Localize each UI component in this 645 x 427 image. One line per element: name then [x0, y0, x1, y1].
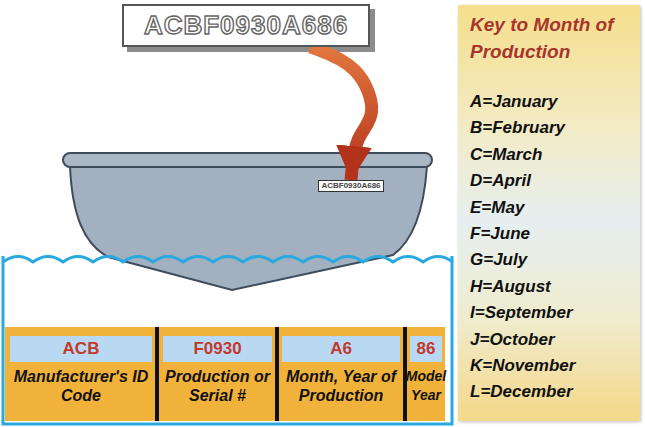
- serial-plate: ACBF0930A686: [122, 4, 370, 47]
- band-divider: [155, 327, 159, 421]
- boat-hull: [70, 166, 427, 290]
- key-entry: K=November: [470, 353, 632, 379]
- segment-code: A6: [282, 336, 400, 362]
- key-entry: D=April: [470, 168, 632, 194]
- segment-label: Production or Serial #: [160, 367, 275, 405]
- key-entry: H=August: [470, 274, 632, 300]
- band-divider: [275, 327, 279, 421]
- key-entry: J=October: [470, 327, 632, 353]
- month-key-panel: Key to Month of ProductionA=JanuaryB=Feb…: [458, 5, 640, 421]
- hull-id-tag: ACBF0930A686: [318, 180, 384, 192]
- segment-label: Model Year: [403, 367, 449, 405]
- hull-id-number: ACBF0930A686: [319, 181, 383, 191]
- segment-code: F0930: [163, 336, 272, 362]
- key-entry: E=May: [470, 195, 632, 221]
- segment-label: Month, Year of Production: [279, 367, 403, 405]
- key-entry: I=September: [470, 300, 632, 326]
- water-waves: [3, 257, 453, 263]
- hin-band: [5, 327, 445, 421]
- segment-code: ACB: [10, 336, 152, 362]
- hin-segment: A6Month, Year of Production: [279, 329, 403, 421]
- callout-arrow: [310, 47, 371, 180]
- key-entry: F=June: [470, 221, 632, 247]
- key-entry: L=December: [470, 379, 632, 405]
- hin-segment: 86Model Year: [407, 329, 445, 421]
- hin-segment: F0930Production or Serial #: [160, 329, 275, 421]
- water-container: [3, 256, 452, 424]
- segment-label: Manufacturer's ID Code: [7, 367, 155, 405]
- boat-rim: [63, 153, 432, 167]
- key-entry: A=January: [470, 89, 632, 115]
- key-entry: G=July: [470, 247, 632, 273]
- hull-id-number: ACBF0930A686: [124, 6, 368, 45]
- key-entry: C=March: [470, 142, 632, 168]
- key-heading: Key to Month of Production: [470, 11, 632, 65]
- segment-code: 86: [410, 336, 442, 362]
- key-entry: B=February: [470, 115, 632, 141]
- hin-segment: ACB Manufacturer's ID Code: [7, 329, 155, 421]
